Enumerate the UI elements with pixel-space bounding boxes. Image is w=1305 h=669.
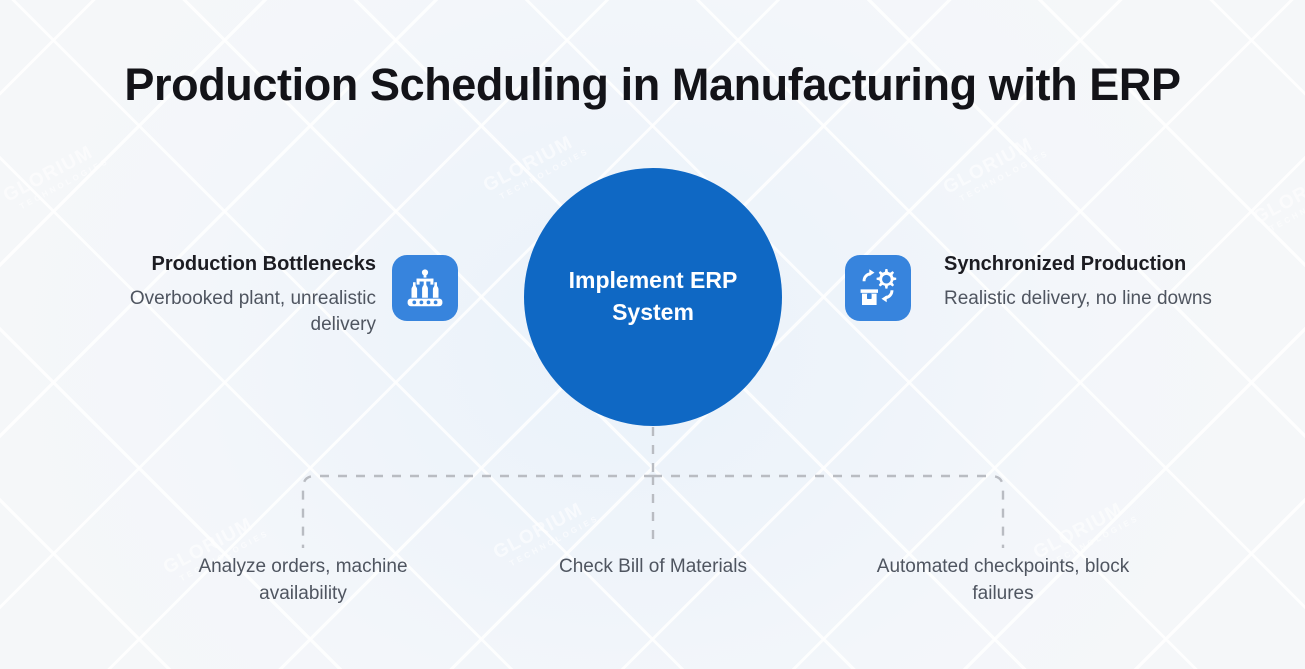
right-text-block: Synchronized Production Realistic delive… xyxy=(944,252,1244,312)
step-caption-1: Analyze orders, machine availability xyxy=(198,556,408,604)
right-heading: Synchronized Production xyxy=(944,253,1187,275)
step-caption-2: Check Bill of Materials xyxy=(559,556,747,577)
bottling-line-icon-tile[interactable] xyxy=(392,255,458,321)
gear-sync-box-icon-tile[interactable] xyxy=(845,255,911,321)
connector-right xyxy=(653,474,1005,548)
gear-sync-box-icon xyxy=(860,269,897,305)
hub-circle[interactable]: Implement ERP System xyxy=(524,168,782,426)
connector-left xyxy=(301,474,653,548)
step-caption-3: Automated checkpoints, block failures xyxy=(876,556,1130,604)
left-subtext: Overbooked plant, unrealistic delivery xyxy=(129,288,376,336)
hub-label: Implement ERP System xyxy=(568,267,738,325)
right-subtext: Realistic delivery, no line downs xyxy=(944,288,1212,309)
left-text-block: Production Bottlenecks Overbooked plant,… xyxy=(76,252,376,338)
page-title: Production Scheduling in Manufacturing w… xyxy=(124,59,1181,110)
bottling-line-icon xyxy=(407,269,443,307)
left-heading: Production Bottlenecks xyxy=(151,253,376,275)
